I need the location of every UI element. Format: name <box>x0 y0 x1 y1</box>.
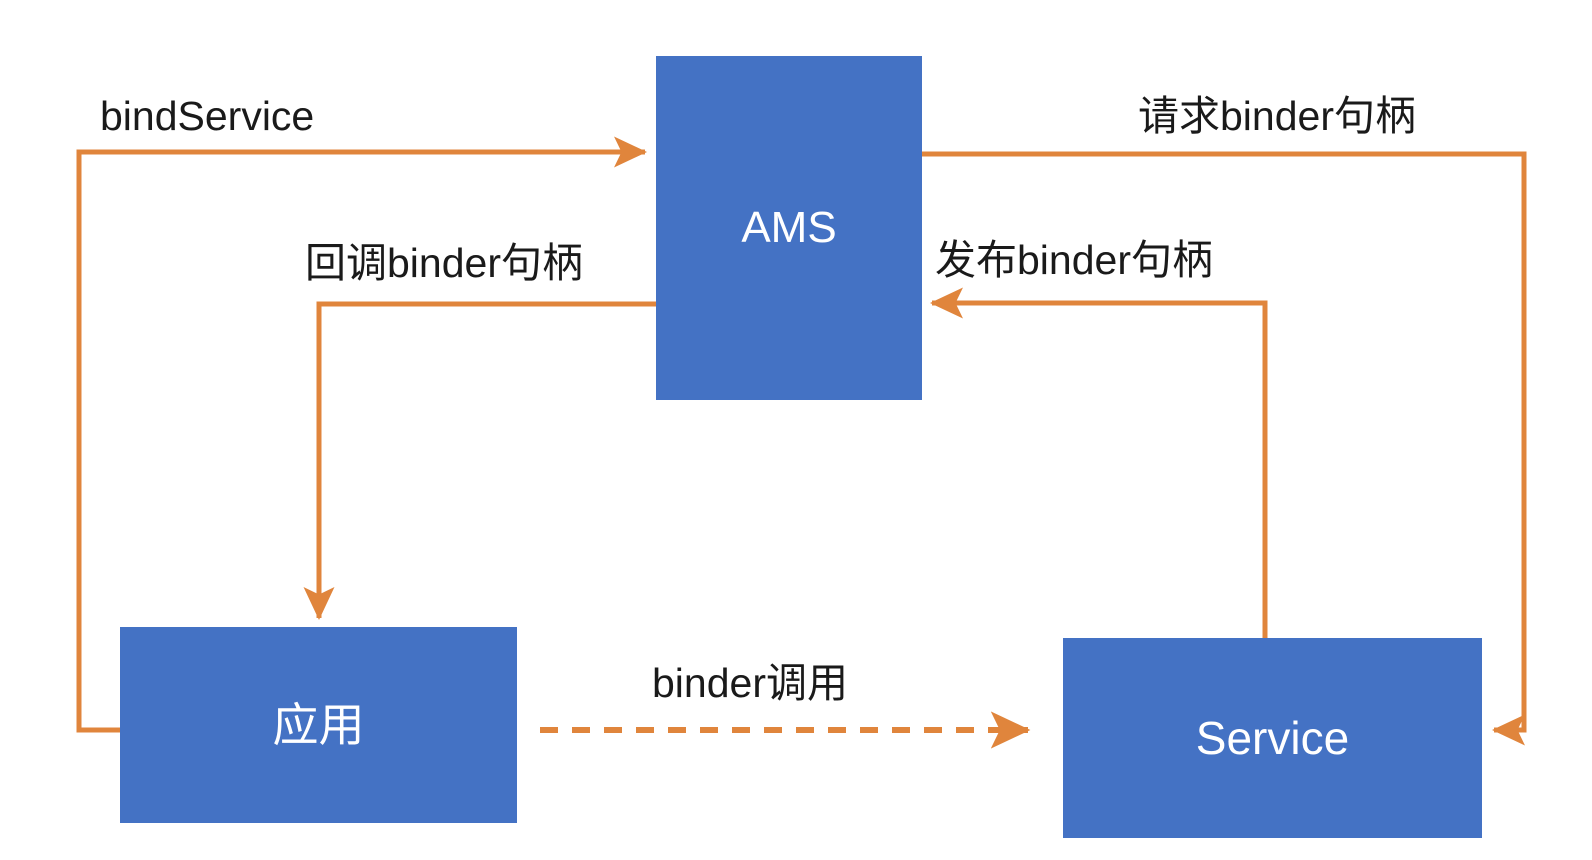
node-service-label: Service <box>1195 712 1350 764</box>
node-service[interactable]: Service <box>1063 638 1482 838</box>
node-app[interactable]: 应用 <box>120 627 517 823</box>
node-ams[interactable]: AMS <box>656 56 922 400</box>
edge-label-request-binder-handle: 请求binder句柄 <box>1138 93 1416 139</box>
edge-publish-binder-handle-path <box>929 287 1268 638</box>
node-ams-label: AMS <box>741 203 837 252</box>
node-app-label: 应用 <box>272 699 365 751</box>
edge-bind-service-path <box>76 136 648 733</box>
edge-label-binder-call: binder调用 <box>652 660 848 706</box>
edge-label-bind-service: bindService <box>100 93 315 139</box>
edge-request-binder-handle-path <box>922 151 1527 746</box>
edge-label-callback-binder-handle: 回调binder句柄 <box>305 240 583 286</box>
edge-label-publish-binder-handle: 发布binder句柄 <box>935 237 1213 283</box>
edge-callback-binder-handle-path <box>303 301 656 621</box>
